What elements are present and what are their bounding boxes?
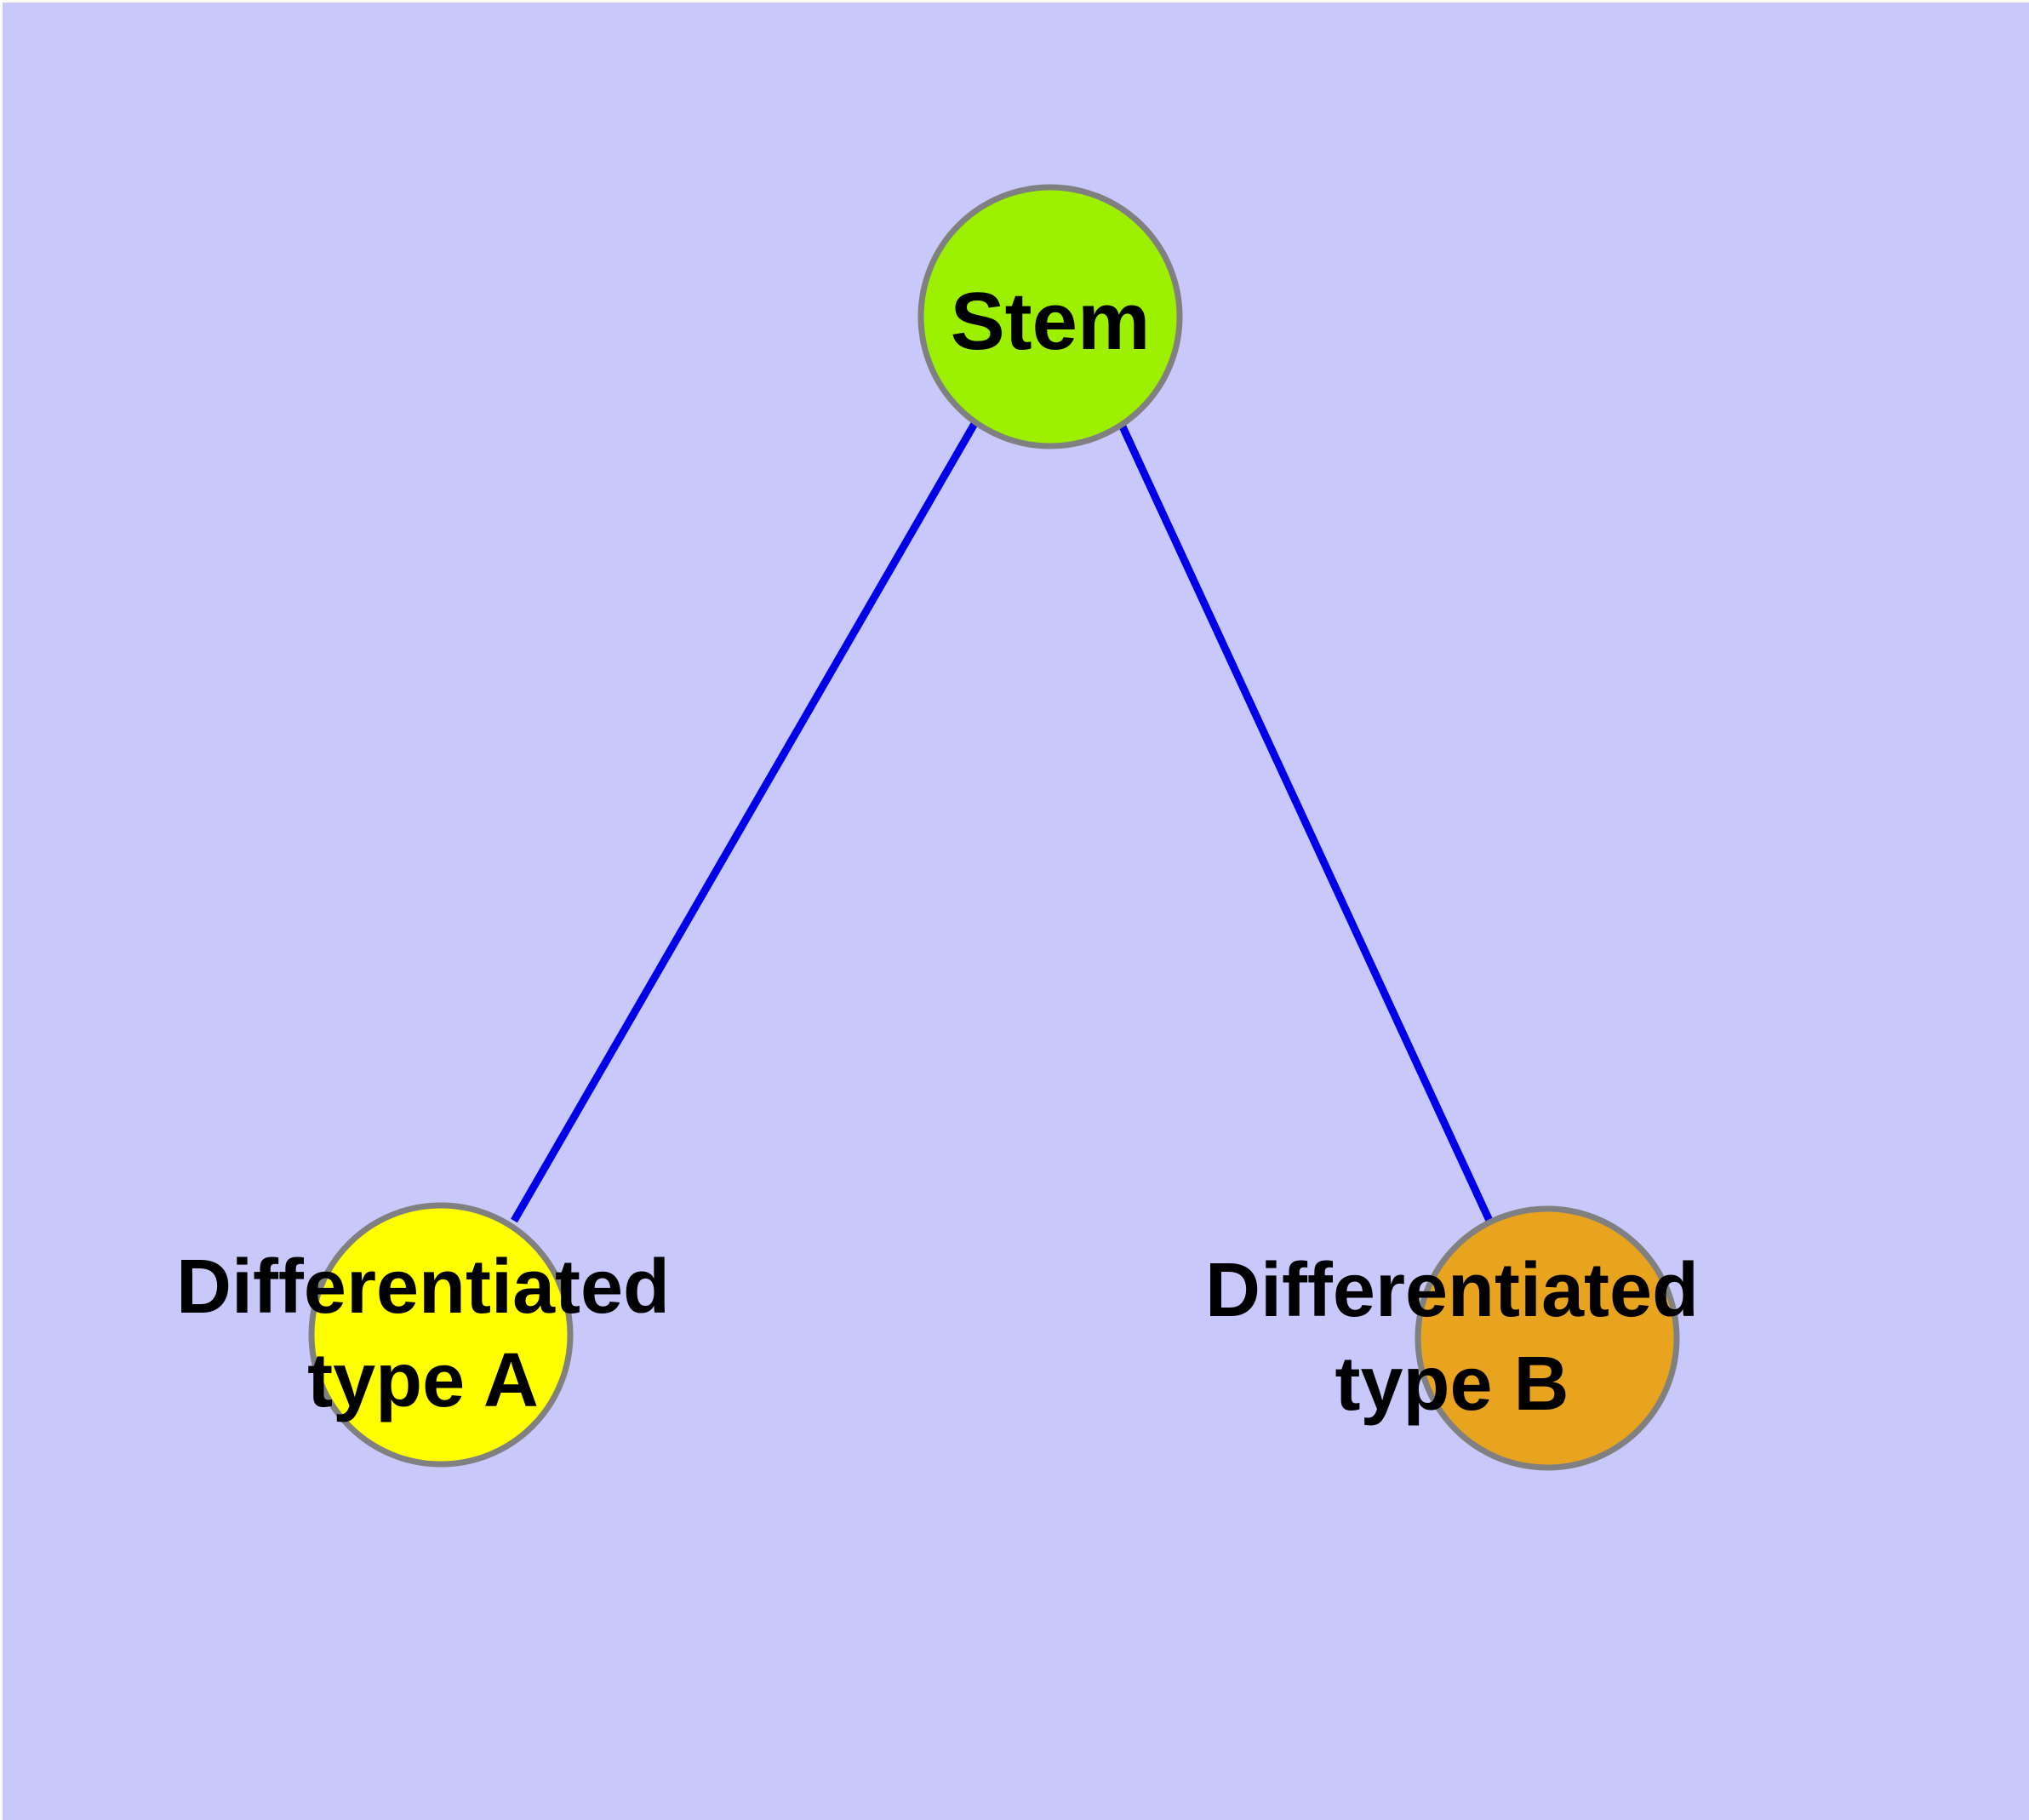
node-differentiated-type-b-circle[interactable] [1415,1205,1680,1471]
node-differentiated-type-a-label-line2: type A [307,1338,539,1423]
node-differentiated-type-a-circle[interactable] [308,1202,574,1468]
edge-stem-to-differentiated-type-a[interactable] [511,420,979,1223]
node-differentiated-type-a-label-line1: Differentiated [176,1245,670,1330]
node-differentiated-type-b-label-line2: type B [1335,1342,1569,1427]
node-stem-label-line1: Stem [951,276,1151,367]
node-shape-layer [308,184,1680,1471]
edge-layer [511,420,1495,1224]
edge-stem-to-differentiated-type-b[interactable] [1117,423,1495,1224]
node-differentiated-type-b-label-line1: Differentiated [1205,1248,1699,1333]
node-stem-circle[interactable] [917,184,1183,449]
node-label-layer: Stem Differentiated type A Differentiate… [176,276,1699,1427]
